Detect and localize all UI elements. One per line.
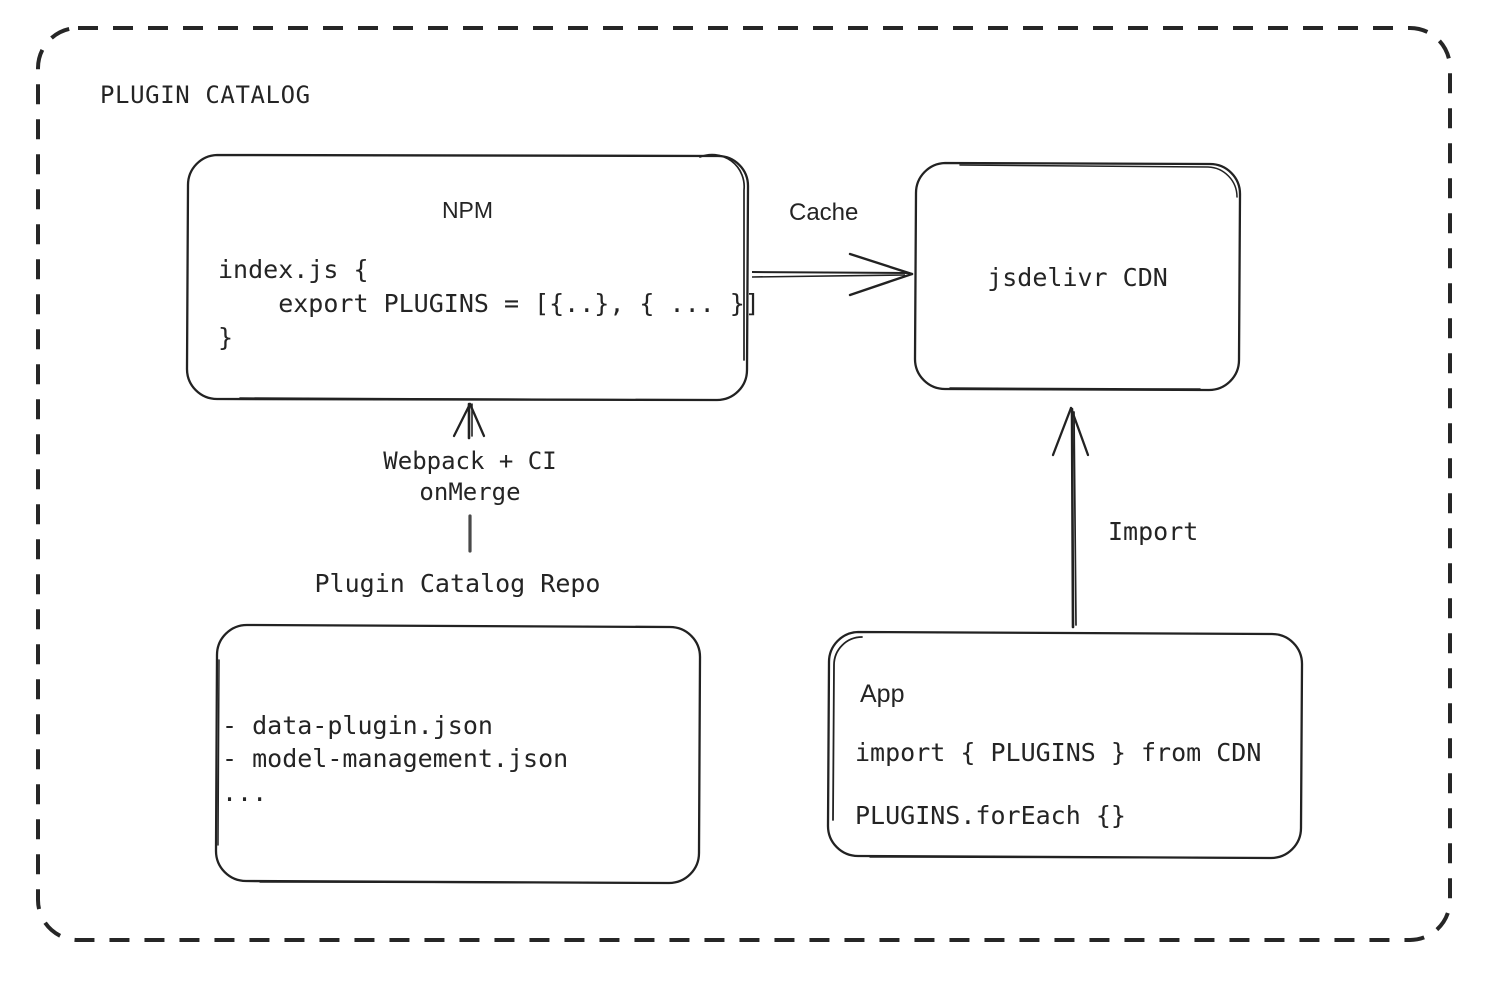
npm-node-title: NPM	[441, 197, 494, 223]
group-title: PLUGIN CATALOG	[100, 81, 311, 109]
app-node-foreach-line: PLUGINS.forEach {}	[855, 801, 1126, 830]
cache-edge-label: Cache	[789, 199, 859, 226]
import-arrow	[1051, 406, 1090, 629]
repo-node-file-list: - data-plugin.json - model-management.js…	[222, 711, 569, 807]
import-edge-label: Import	[1108, 517, 1199, 546]
app-node-import-line: import { PLUGINS } from CDN	[855, 738, 1262, 767]
app-node-title: App	[860, 680, 905, 708]
build-edge-label: Webpack + CI onMerge	[383, 447, 557, 507]
cache-arrow	[751, 252, 914, 297]
repo-node-caption: Plugin Catalog Repo	[314, 569, 601, 598]
npm-node-code: index.js { export PLUGINS = [{..}, { ...…	[218, 255, 760, 352]
cdn-node-title: jsdelivr CDN	[987, 263, 1168, 292]
